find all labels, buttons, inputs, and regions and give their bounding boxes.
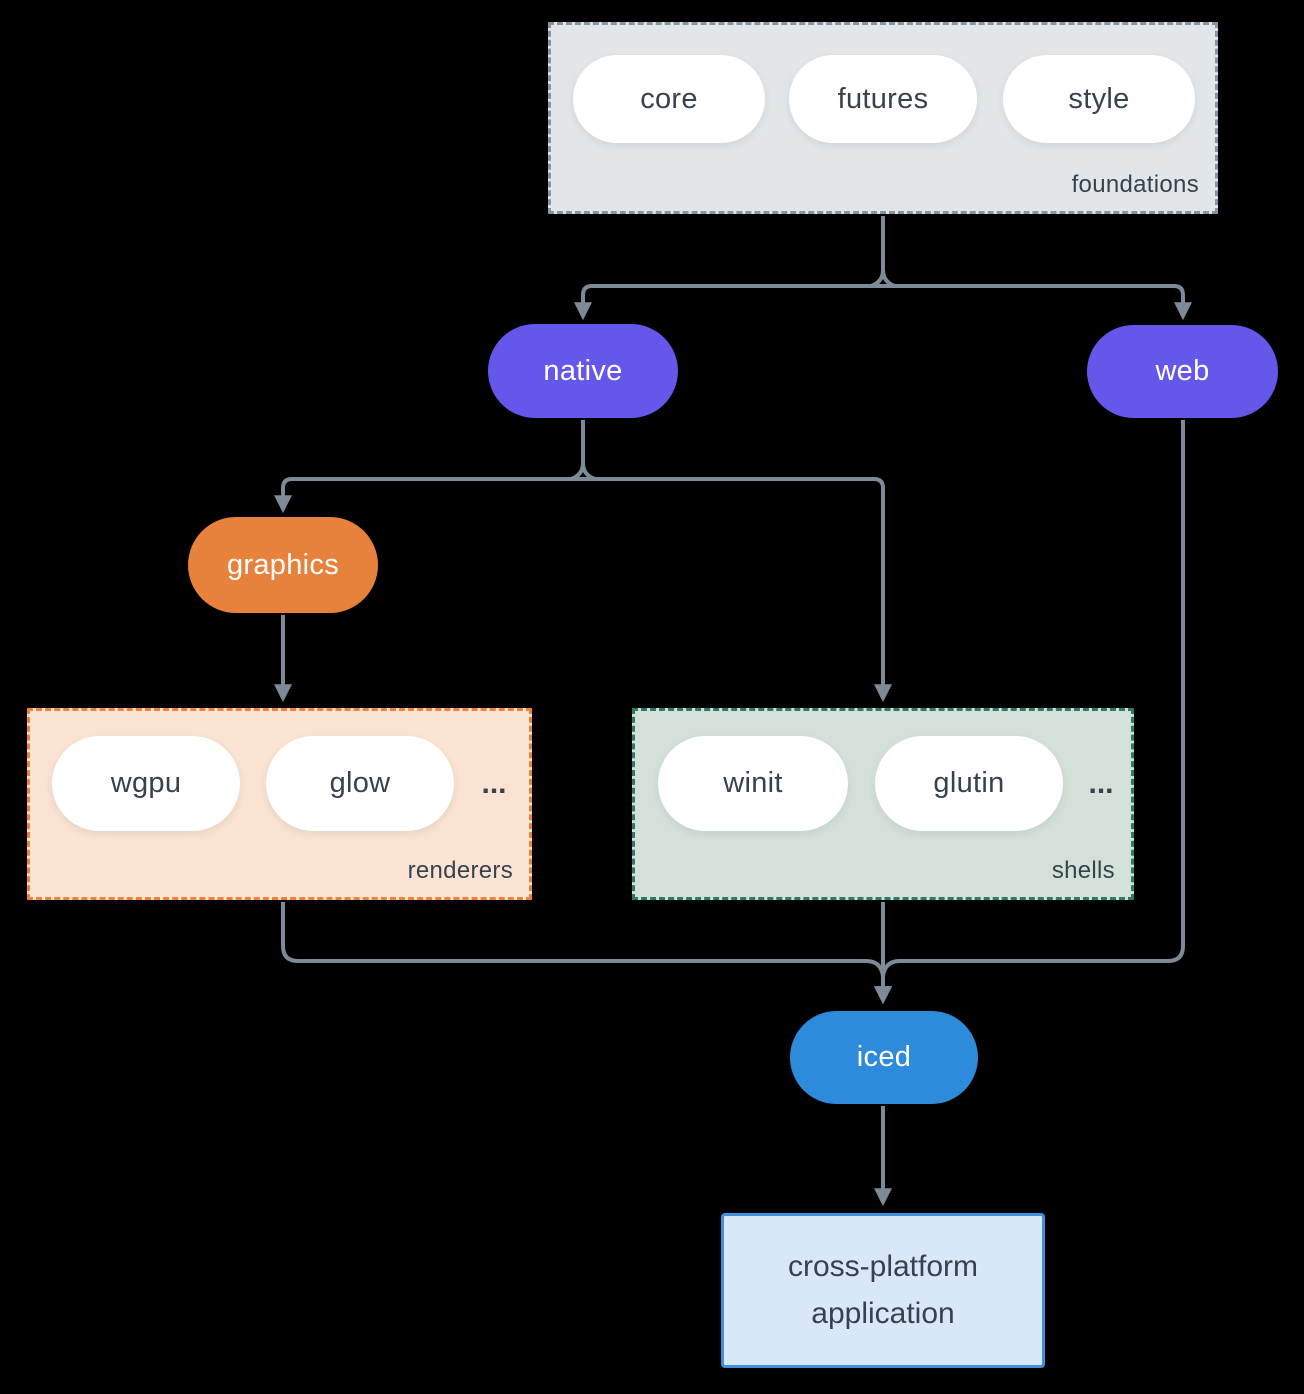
edge-foundations-native [574, 216, 885, 321]
node-core: core [573, 55, 765, 143]
node-web: web [1087, 325, 1278, 418]
renderers-ellipsis: ... [481, 766, 507, 800]
group-label-shells: shells [1051, 857, 1115, 884]
edge-renderers-iced [281, 902, 892, 1005]
shells-ellipsis: ... [1088, 766, 1114, 800]
node-glow: glow [266, 736, 454, 831]
node-style: style [1003, 55, 1195, 143]
edge-web-iced [874, 420, 1185, 1005]
node-glutin: glutin [875, 736, 1063, 831]
node-winit: winit [658, 736, 848, 831]
node-native: native [488, 324, 678, 418]
node-application: cross-platform application [721, 1213, 1045, 1368]
group-foundations: core futures style foundations [548, 22, 1218, 214]
node-iced: iced [790, 1011, 978, 1104]
node-futures: futures [789, 55, 977, 143]
edge-native-graphics [274, 420, 585, 514]
group-renderers: wgpu glow ... renderers [27, 708, 532, 900]
group-label-renderers: renderers [407, 857, 513, 884]
group-shells: winit glutin ... shells [632, 708, 1134, 900]
node-graphics: graphics [188, 517, 378, 613]
group-label-foundations: foundations [1071, 171, 1199, 198]
node-wgpu: wgpu [52, 736, 240, 831]
edge-foundations-web [881, 216, 1192, 321]
edge-native-shells [581, 420, 892, 703]
application-label: cross-platform application [787, 1250, 979, 1330]
